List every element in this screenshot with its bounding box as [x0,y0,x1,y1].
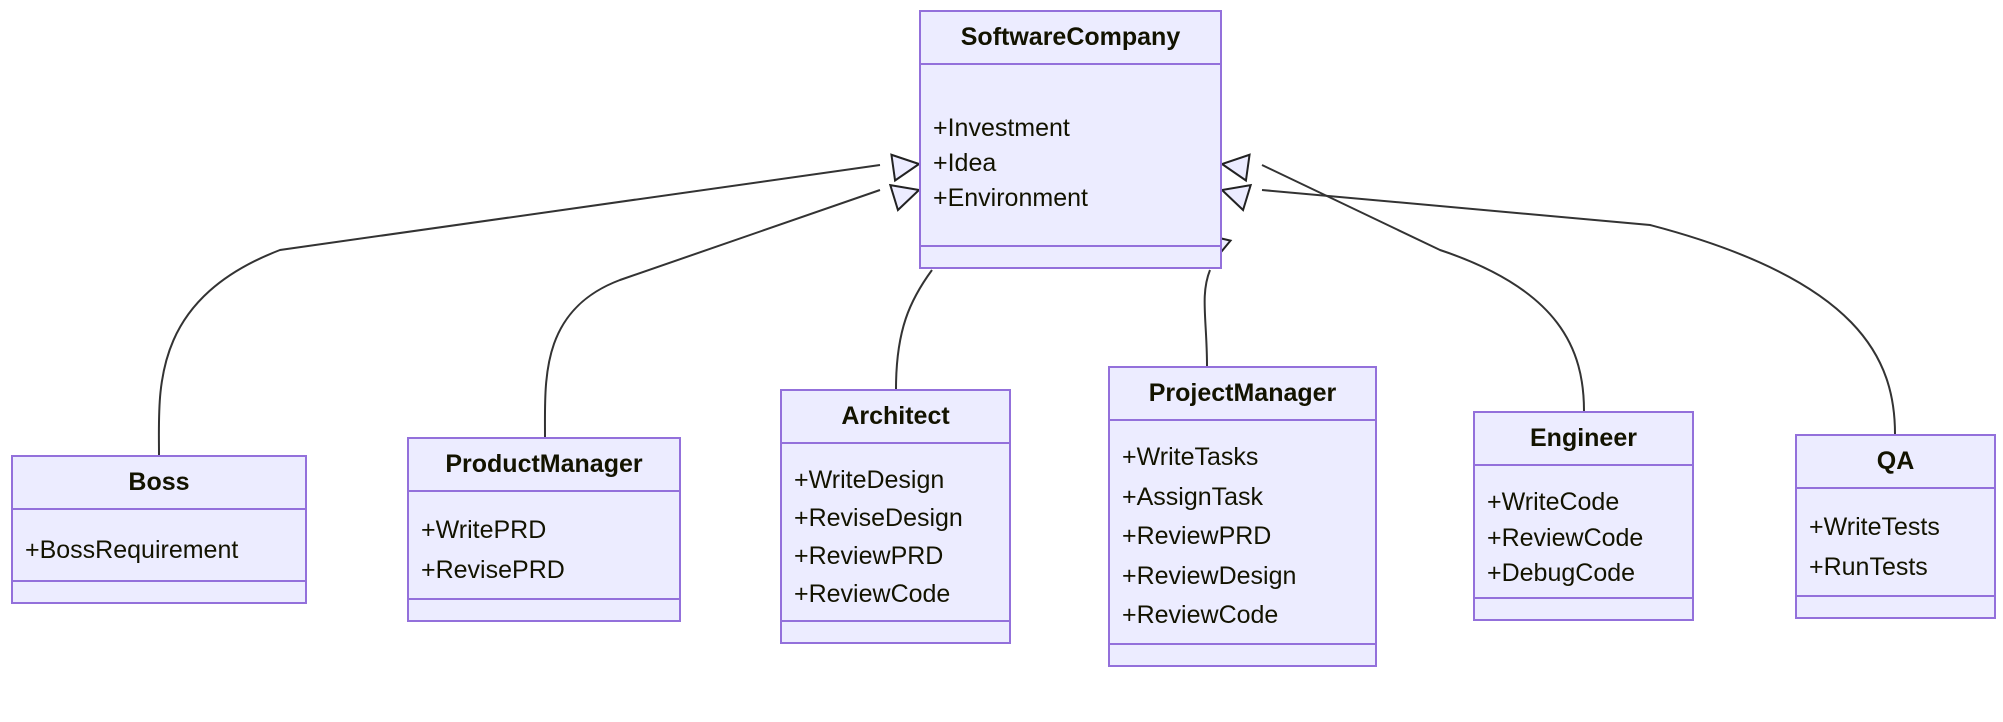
class-attribute: +BossRequirement [25,536,239,564]
uml-class-architect[interactable]: Architect +WriteDesign +ReviseDesign +Revie… [780,389,1011,644]
class-attribute: +Investment [933,113,1070,142]
class-attribute: +WritePRD [421,516,547,544]
class-attribute: +AssignTask [1122,482,1264,511]
arrow-engineer-hollow-triangle-icon [1219,153,1251,183]
class-attribute: +ReviewPRD [794,542,944,570]
edge-projectmanager-softwarecompany [1203,269,1211,367]
arrow-qa-hollow-triangle-icon [1219,183,1253,212]
class-title-engineer: Engineer [1475,413,1692,466]
class-attribute: +ReviewCode [1487,523,1644,552]
class-attribute: +WriteDesign [794,466,945,494]
class-title-productmanager: ProductManager [409,439,679,492]
class-title-architect: Architect [782,391,1009,444]
class-methods-productmanager [409,600,679,620]
class-attributes-boss: +BossRequirement [13,510,305,582]
class-methods-engineer [1475,599,1692,619]
class-methods-architect [782,622,1009,642]
class-title-qa: QA [1797,436,1994,489]
class-attribute: +WriteTasks [1122,443,1259,472]
class-attributes-projectmanager: +WriteTasks +AssignTask +ReviewPRD +ReviewD… [1110,421,1375,645]
class-attribute: +DebugCode [1487,559,1636,588]
class-attribute: +RevisePRD [421,556,565,584]
class-title-boss: Boss [13,457,305,510]
class-methods-projectmanager [1110,645,1375,665]
uml-class-softwarecompany[interactable]: SoftwareCompany +Investment +Idea +Environm… [919,10,1222,269]
uml-class-engineer[interactable]: Engineer +WriteCode +ReviewCode +DebugCode [1473,411,1694,621]
class-attribute: +Idea [933,148,997,177]
class-attributes-qa: +WriteTests +RunTests [1797,489,1994,597]
class-attributes-engineer: +WriteCode +ReviewCode +DebugCode [1475,466,1692,599]
class-methods-boss [13,582,305,602]
class-title-softwarecompany: SoftwareCompany [921,12,1220,65]
class-attribute: +Environment [933,183,1088,212]
class-attributes-productmanager: +WritePRD +RevisePRD [409,492,679,600]
edge-boss-softwarecompany [157,164,881,456]
class-attributes-softwarecompany: +Investment +Idea +Environment [921,65,1220,247]
class-attribute: +ReviewPRD [1122,522,1272,551]
edge-architect-softwarecompany [895,269,933,390]
class-methods-softwarecompany [921,247,1220,267]
class-attribute: +ReviewDesign [1122,561,1297,590]
arrow-productmanager-hollow-triangle-icon [888,183,922,212]
class-attribute: +RunTests [1809,553,1928,581]
class-attribute: +WriteTests [1809,513,1940,541]
uml-class-qa[interactable]: QA +WriteTests +RunTests [1795,434,1996,619]
class-title-projectmanager: ProjectManager [1110,368,1375,421]
uml-class-projectmanager[interactable]: ProjectManager +WriteTasks +AssignTask +Rev… [1108,366,1377,667]
class-attribute: +WriteCode [1487,488,1620,516]
arrow-boss-hollow-triangle-icon [890,153,922,183]
uml-class-productmanager[interactable]: ProductManager +WritePRD +RevisePRD [407,437,681,622]
class-attribute: +ReviseDesign [794,504,963,532]
class-methods-qa [1797,597,1994,617]
uml-class-boss[interactable]: Boss +BossRequirement [11,455,307,604]
class-attribute: +ReviewCode [1122,601,1279,630]
class-attribute: +ReviewCode [794,580,951,608]
class-attributes-architect: +WriteDesign +ReviseDesign +ReviewPRD +Revi… [782,444,1009,622]
